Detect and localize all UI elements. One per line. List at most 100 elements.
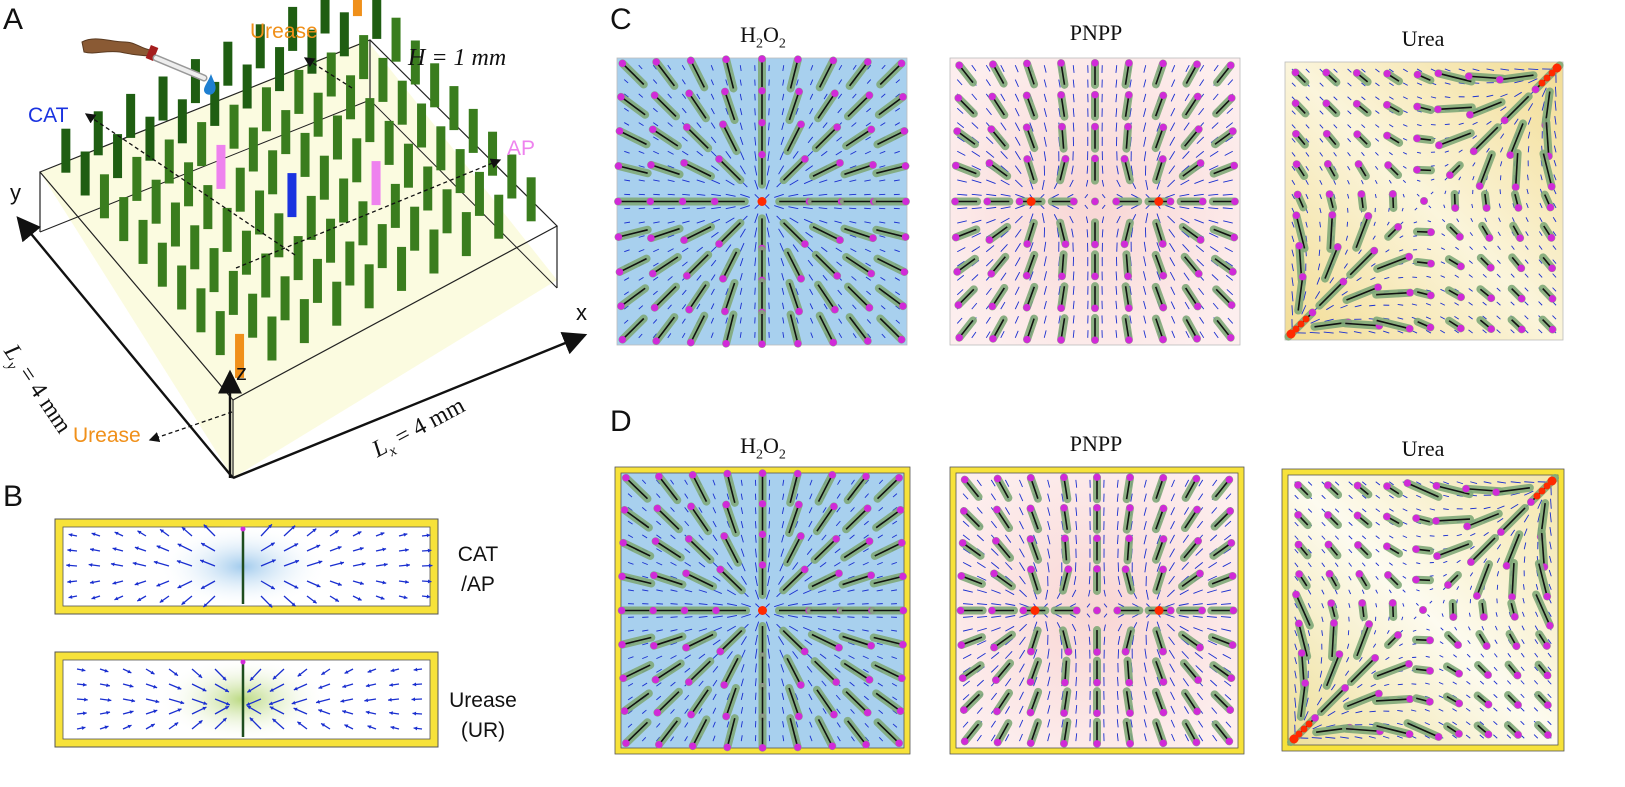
d-h2o2-field-arrow bbox=[712, 603, 723, 606]
d-pnpp-field-arrow bbox=[1164, 603, 1175, 608]
c-pnpp-field-arrow bbox=[1072, 330, 1075, 338]
c-h2o2-rod-tip bbox=[715, 155, 723, 163]
d-urea-field-arrow bbox=[1465, 707, 1471, 712]
d-urea-field-arrow bbox=[1307, 589, 1312, 595]
d-urea-field-arrow bbox=[1334, 508, 1340, 513]
c-pnpp-field-arrow bbox=[1143, 256, 1147, 267]
c-urea-field-arrow bbox=[1486, 120, 1492, 125]
c-h2o2-field-arrow bbox=[696, 179, 705, 184]
c-urea-field-arrow bbox=[1500, 161, 1503, 167]
rod bbox=[222, 207, 232, 252]
c-h2o2-rod-core bbox=[618, 165, 648, 174]
d-h2o2-field-arrow bbox=[817, 615, 827, 618]
c-h2o2-rod-core bbox=[688, 284, 707, 311]
d-urea-field-arrow bbox=[1468, 612, 1471, 617]
c-pnpp-rod-tip bbox=[1091, 197, 1099, 206]
c-pnpp-field-arrow bbox=[1209, 165, 1219, 171]
d-pnpp-field-arrow bbox=[1220, 603, 1231, 605]
c-urea-field-arrow bbox=[1538, 245, 1543, 250]
c-h2o2-rod-core bbox=[725, 314, 735, 344]
d-pnpp-field-arrow bbox=[962, 589, 973, 593]
c-h2o2-field-arrow bbox=[805, 165, 814, 172]
c-pnpp-field-arrow bbox=[1000, 217, 1010, 224]
d-h2o2-field-arrow bbox=[836, 493, 841, 499]
c-pnpp-rod-tip bbox=[1124, 123, 1132, 131]
d-h2o2-field-arrow bbox=[819, 653, 827, 659]
c-urea-field-arrow bbox=[1525, 217, 1529, 223]
d-h2o2-field-arrow bbox=[833, 561, 841, 567]
c-h2o2-field-arrow bbox=[895, 93, 901, 98]
d-urea-field-arrow bbox=[1370, 683, 1376, 687]
d-pnpp-rod-core bbox=[1155, 722, 1164, 744]
flow-arrow-head bbox=[321, 671, 326, 675]
d-pnpp-field-arrow bbox=[1033, 562, 1038, 572]
c-h2o2-rod-core bbox=[845, 256, 872, 275]
d-pnpp-field-arrow bbox=[1103, 624, 1106, 632]
c-h2o2-field-arrow bbox=[754, 227, 758, 238]
c-urea-field-arrow bbox=[1416, 124, 1422, 127]
d-h2o2-field-arrow bbox=[803, 627, 813, 632]
c-urea-field-arrow bbox=[1291, 249, 1295, 257]
flow-arrow-head bbox=[312, 599, 317, 604]
d-h2o2-field-arrow bbox=[684, 708, 689, 714]
c-pnpp-field-arrow bbox=[1212, 302, 1219, 310]
d-h2o2-field-arrow bbox=[670, 616, 678, 618]
d-h2o2-rod-tip bbox=[830, 710, 838, 719]
d-urea-field-arrow bbox=[1456, 559, 1461, 564]
c-h2o2-field-arrow bbox=[638, 179, 645, 182]
d-urea-rod-tip bbox=[1467, 558, 1475, 566]
d-pnpp-rod-tip bbox=[960, 507, 968, 515]
d-h2o2-field-arrow bbox=[754, 634, 758, 645]
c-urea-field-arrow bbox=[1388, 179, 1392, 184]
c-urea-field-arrow bbox=[1496, 329, 1501, 334]
c-urea-field-arrow bbox=[1482, 329, 1487, 334]
c-pnpp-field-arrow bbox=[956, 79, 963, 86]
d-urea-rod-tip bbox=[1514, 731, 1522, 739]
d-h2o2-field-arrow bbox=[656, 493, 661, 498]
c-pnpp-field-arrow bbox=[957, 136, 965, 143]
d-pnpp-rod-tip bbox=[990, 569, 998, 578]
c-h2o2-field-arrow bbox=[852, 304, 857, 310]
c-h2o2-field-arrow bbox=[838, 79, 843, 85]
d-h2o2-field-arrow bbox=[808, 693, 813, 701]
c-h2o2-field-arrow bbox=[895, 79, 901, 84]
c-urea-field-arrow bbox=[1416, 179, 1421, 182]
c-urea-rod-tip bbox=[1548, 295, 1556, 303]
c-urea-field-arrow bbox=[1361, 96, 1366, 101]
rod bbox=[119, 197, 129, 242]
c-urea-field-arrow bbox=[1319, 166, 1323, 171]
c-urea-field-arrow bbox=[1375, 152, 1379, 156]
flow-arrow-head bbox=[291, 525, 296, 530]
d-pnpp-field-arrow bbox=[1019, 479, 1023, 488]
d-urea-field-arrow bbox=[1334, 562, 1339, 567]
c-h2o2-rod-core bbox=[789, 314, 799, 344]
c-pnpp-rod-core bbox=[1154, 254, 1164, 276]
c-urea-field-arrow bbox=[1553, 202, 1557, 209]
rod bbox=[377, 224, 387, 269]
c-urea-field-arrow bbox=[1291, 235, 1295, 242]
c-h2o2-rod-core bbox=[618, 229, 648, 238]
d-pnpp-rod-tip bbox=[1093, 473, 1101, 481]
d-urea-field-arrow bbox=[1416, 535, 1421, 538]
c-h2o2-field-arrow bbox=[895, 291, 901, 296]
d-h2o2-field-arrow bbox=[876, 575, 883, 579]
rod bbox=[138, 219, 148, 264]
d-pnpp-field-arrow bbox=[1033, 676, 1038, 687]
c-h2o2-field-arrow bbox=[766, 165, 770, 176]
d-pnpp-rod-core bbox=[993, 572, 1013, 588]
d-urea-rod-tip bbox=[1335, 650, 1343, 658]
c-urea-field-arrow bbox=[1496, 301, 1501, 306]
c-urea-rod-core bbox=[1504, 95, 1530, 121]
d-urea-rod-tip bbox=[1412, 545, 1420, 553]
c-h2o2-field-arrow bbox=[667, 150, 674, 155]
d-h2o2-field-arrow bbox=[684, 561, 692, 567]
c-urea-rod-tip bbox=[1299, 273, 1307, 281]
c-urea-field-arrow bbox=[1444, 190, 1447, 195]
d-pnpp-rod-core bbox=[1155, 630, 1164, 652]
d-h2o2-rod-tip bbox=[899, 606, 907, 615]
c-h2o2-field-arrow bbox=[710, 259, 717, 267]
c-h2o2-field-arrow bbox=[710, 288, 715, 295]
c-pnpp-rod-tip bbox=[1166, 197, 1175, 206]
c-pnpp-field-arrow bbox=[1184, 93, 1190, 102]
d-urea-field-arrow bbox=[1438, 681, 1444, 685]
